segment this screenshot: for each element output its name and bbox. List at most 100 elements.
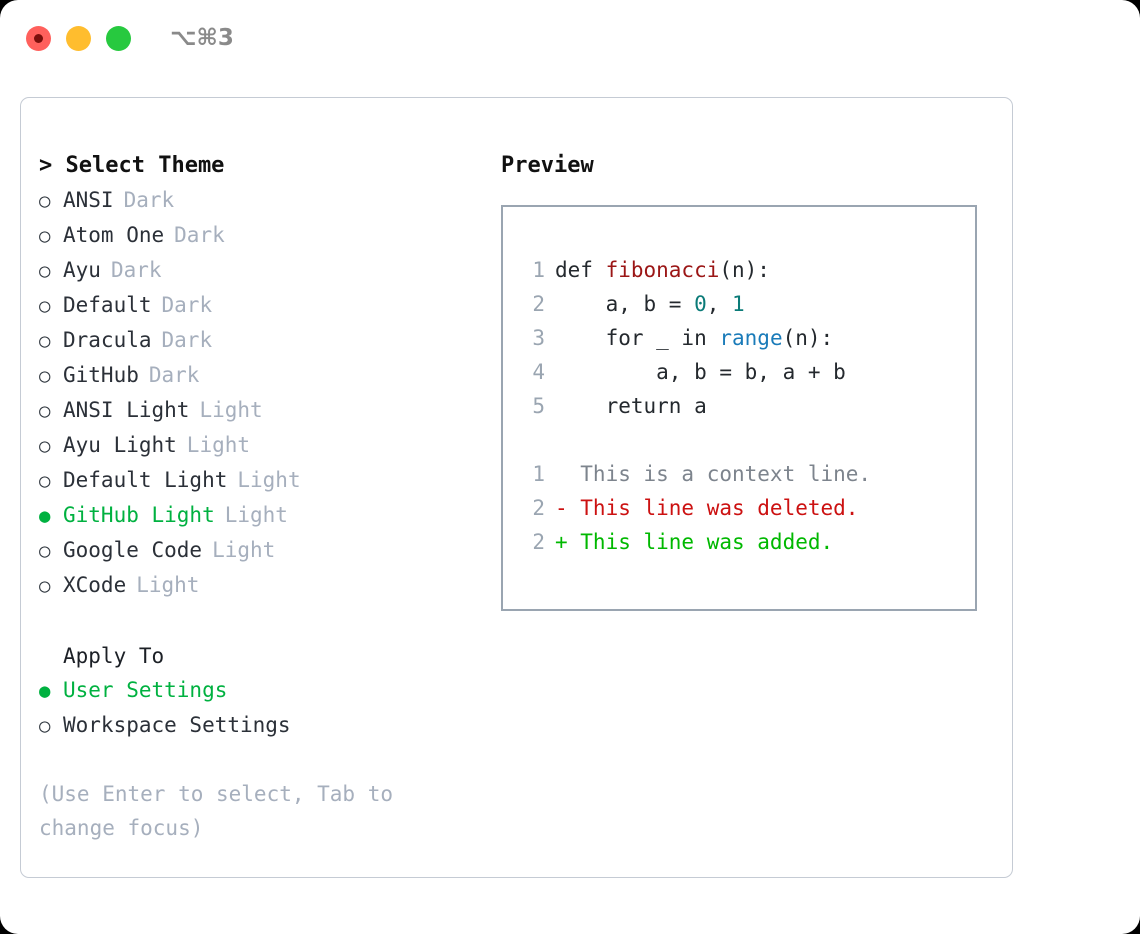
diff-line-text: + This line was added. — [555, 530, 834, 554]
code-line-number: 3 — [532, 326, 545, 350]
minimize-button-icon[interactable] — [66, 25, 91, 51]
theme-variant-label: Light — [237, 468, 301, 492]
code-token: return a — [555, 394, 707, 418]
theme-list-item[interactable]: ○ ANSI Dark — [39, 183, 489, 218]
apply-to-item[interactable]: ○ Workspace Settings — [39, 708, 489, 743]
code-token: a, b = b, a + b — [555, 360, 846, 384]
code-line-number: 2 — [532, 292, 545, 316]
theme-name-label: Dracula — [63, 328, 152, 352]
theme-list-item[interactable]: ○ Atom One Dark — [39, 218, 489, 253]
radio-unselected-icon[interactable]: ○ — [39, 365, 51, 387]
code-line-text: a, b = b, a + b — [555, 355, 846, 389]
theme-variant-label: Light — [224, 503, 288, 527]
diff-sample: 1 This is a context line.2- This line wa… — [521, 457, 975, 559]
select-theme-heading: > Select Theme — [39, 153, 225, 178]
code-token: (n): — [782, 326, 834, 350]
code-token: a, b = — [555, 292, 695, 316]
diff-line-text: This is a context line. — [555, 462, 872, 486]
theme-list-item[interactable]: ○ GitHub Dark — [39, 358, 489, 393]
code-line-text: def fibonacci(n): — [555, 253, 770, 287]
code-line-text: a, b = 0, 1 — [555, 287, 745, 321]
code-line: 3 for _ in range(n): — [521, 321, 975, 355]
diff-line: 1 This is a context line. — [521, 457, 975, 491]
theme-variant-label: Dark — [110, 258, 162, 282]
theme-variant-label: Light — [136, 573, 200, 597]
code-token: for _ in — [555, 326, 720, 350]
diff-line-number: 1 — [532, 462, 545, 486]
theme-list-item[interactable]: ● GitHub Light Light — [39, 498, 489, 533]
radio-unselected-icon[interactable]: ○ — [39, 260, 51, 282]
radio-unselected-icon[interactable]: ○ — [39, 435, 51, 457]
close-dot-icon — [34, 33, 43, 43]
theme-variant-label: Dark — [123, 188, 175, 212]
theme-name-label: Atom One — [63, 223, 165, 247]
diff-line: 2 + This line was added. — [521, 525, 975, 559]
radio-selected-icon[interactable]: ● — [39, 505, 51, 527]
code-token: def — [555, 258, 606, 282]
preview-title: Preview — [501, 153, 594, 178]
theme-name-label: GitHub Light — [63, 503, 215, 527]
code-token: 0 — [694, 292, 707, 316]
theme-variant-label: Light — [199, 398, 263, 422]
diff-line-number: 2 — [532, 530, 545, 554]
code-line: 5 return a — [521, 389, 975, 423]
code-token: 1 — [732, 292, 745, 316]
theme-name-label: Default Light — [63, 468, 228, 492]
diff-line: 2- This line was deleted. — [521, 491, 975, 525]
apply-to-label: Workspace Settings — [63, 713, 291, 737]
radio-unselected-icon[interactable]: ○ — [39, 540, 51, 562]
traffic-lights — [26, 25, 131, 51]
theme-list-item[interactable]: ○ Default Light Light — [39, 463, 489, 498]
radio-unselected-icon[interactable]: ○ — [39, 295, 51, 317]
keyboard-shortcut-label: ⌥⌘3 — [170, 25, 234, 51]
theme-list-item[interactable]: ○ Ayu Light Light — [39, 428, 489, 463]
theme-list-item[interactable]: ○ Default Dark — [39, 288, 489, 323]
code-line-number: 1 — [532, 258, 545, 282]
radio-unselected-icon[interactable]: ○ — [39, 470, 51, 492]
code-line-number: 4 — [532, 360, 545, 384]
radio-unselected-icon[interactable]: ○ — [39, 190, 51, 212]
theme-name-label: ANSI — [63, 188, 114, 212]
code-token: (n): — [719, 258, 770, 282]
radio-unselected-icon[interactable]: ○ — [39, 225, 51, 247]
theme-name-label: Ayu Light — [63, 433, 177, 457]
apply-to-label: User Settings — [63, 678, 228, 702]
title-bar: ⌥⌘3 — [0, 0, 1140, 76]
theme-variant-label: Dark — [148, 363, 200, 387]
apply-to-list[interactable]: ● User Settings ○ Workspace Settings — [39, 673, 489, 743]
code-spacer — [521, 423, 975, 457]
code-line: 4 a, b = b, a + b — [521, 355, 975, 389]
diff-line-text: - This line was deleted. — [555, 496, 859, 520]
close-button-icon[interactable] — [26, 25, 51, 51]
theme-variant-label: Dark — [174, 223, 225, 247]
code-token: , — [706, 292, 733, 316]
code-line-number: 5 — [532, 394, 545, 418]
apply-to-heading: Apply To — [63, 644, 165, 668]
keyboard-hint-text: (Use Enter to select, Tab to change focu… — [39, 782, 406, 840]
theme-name-label: Default — [63, 293, 152, 317]
apply-to-item[interactable]: ● User Settings — [39, 673, 489, 708]
theme-name-label: Google Code — [63, 538, 203, 562]
maximize-button-icon[interactable] — [106, 25, 131, 51]
theme-name-label: GitHub — [63, 363, 139, 387]
code-token: range — [719, 326, 783, 350]
theme-variant-label: Dark — [161, 293, 213, 317]
radio-unselected-icon[interactable]: ○ — [39, 575, 51, 597]
radio-selected-icon[interactable]: ● — [39, 680, 51, 702]
code-line-text: for _ in range(n): — [555, 321, 834, 355]
theme-variant-label: Light — [186, 433, 251, 457]
radio-unselected-icon[interactable]: ○ — [39, 330, 51, 352]
theme-list-item[interactable]: ○ XCode Light — [39, 568, 489, 603]
radio-unselected-icon[interactable]: ○ — [39, 715, 51, 737]
radio-unselected-icon[interactable]: ○ — [39, 400, 51, 422]
theme-name-label: XCode — [63, 573, 127, 597]
